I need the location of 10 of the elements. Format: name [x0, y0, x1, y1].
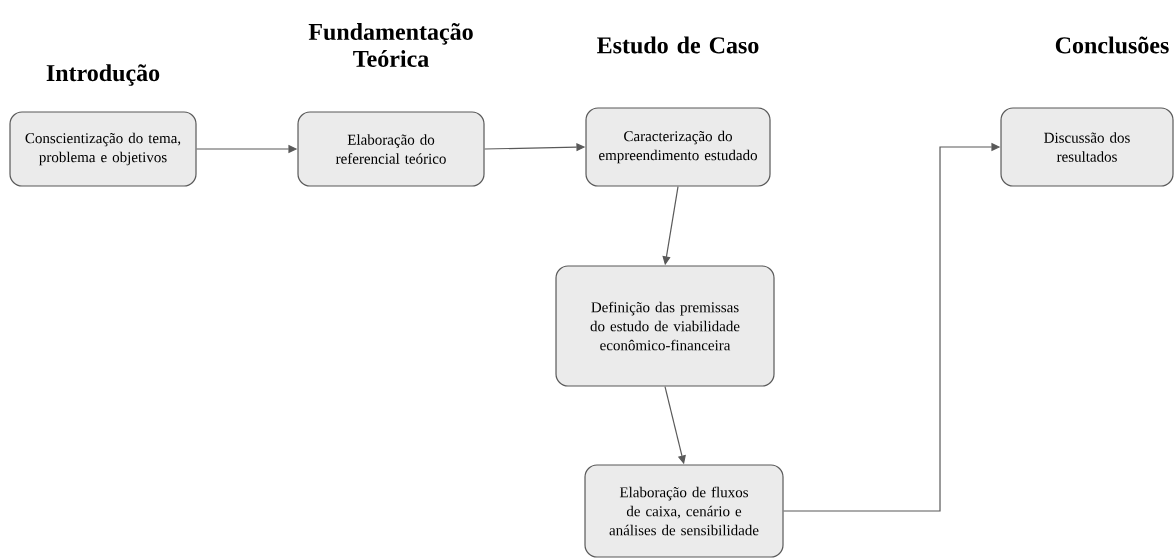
process-box: Caracterização do empreendimento estudado — [585, 107, 771, 187]
process-box: Elaboração de fluxos de caixa, cenário e análises de sensibilidade — [584, 464, 784, 558]
column-heading: Estudo de Caso — [597, 36, 759, 54]
column-heading: Fundamentação Teórica — [308, 23, 473, 67]
column-heading: Introdução — [46, 64, 160, 86]
process-box: Conscientização do tema, problema e objetivos — [9, 111, 197, 187]
process-box: Elaboração do referencial teórico — [297, 111, 485, 187]
process-box: Definição das premissas do estudo de viabilidade econômico-financeira — [555, 265, 775, 387]
process-box: Discussão dos resultados — [1000, 107, 1174, 187]
column-heading: Conclusões — [1055, 36, 1169, 54]
